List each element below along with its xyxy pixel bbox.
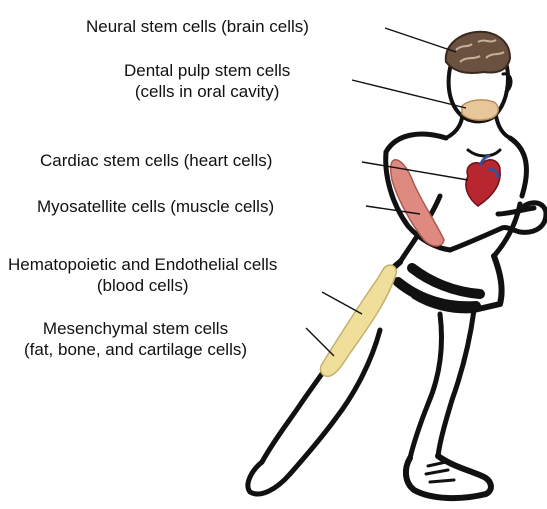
shorts-fill bbox=[398, 268, 480, 306]
label-hema-line2: (blood cells) bbox=[8, 275, 277, 296]
bone-region bbox=[320, 265, 396, 376]
pointer-neural bbox=[385, 28, 456, 52]
label-mesenchymal-stem-cells: Mesenchymal stem cells (fat, bone, and c… bbox=[24, 318, 247, 360]
label-dental-pulp-stem-cells: Dental pulp stem cells (cells in oral ca… bbox=[124, 60, 290, 102]
pointer-hema bbox=[322, 292, 362, 314]
chest-line bbox=[468, 150, 500, 156]
right-forearm-outline bbox=[450, 208, 534, 250]
label-hematopoietic-endothelial-cells: Hematopoietic and Endothelial cells (blo… bbox=[8, 254, 277, 296]
heart-region bbox=[466, 160, 500, 206]
teeth-region bbox=[462, 100, 498, 120]
label-mesen-line1: Mesenchymal stem cells bbox=[24, 318, 247, 339]
label-neural-line1: Neural stem cells (brain cells) bbox=[86, 16, 309, 37]
front-foot-outline bbox=[248, 462, 290, 494]
label-neural-stem-cells: Neural stem cells (brain cells) bbox=[86, 16, 309, 37]
label-dental-line2: (cells in oral cavity) bbox=[124, 81, 290, 102]
back-leg-inner bbox=[410, 314, 442, 458]
pointer-cardiac bbox=[362, 162, 468, 180]
label-mesen-line2: (fat, bone, and cartilage cells) bbox=[24, 339, 247, 360]
label-myo-line1: Myosatellite cells (muscle cells) bbox=[37, 196, 274, 217]
back-shoe-outline bbox=[406, 456, 491, 498]
label-myosatellite-cells: Myosatellite cells (muscle cells) bbox=[37, 196, 274, 217]
label-hema-line1: Hematopoietic and Endothelial cells bbox=[8, 254, 277, 275]
label-cardiac-stem-cells: Cardiac stem cells (heart cells) bbox=[40, 150, 272, 171]
label-cardiac-line1: Cardiac stem cells (heart cells) bbox=[40, 150, 272, 171]
label-dental-line1: Dental pulp stem cells bbox=[124, 60, 290, 81]
pointer-mesen bbox=[306, 328, 334, 356]
fist-outline bbox=[502, 203, 546, 233]
